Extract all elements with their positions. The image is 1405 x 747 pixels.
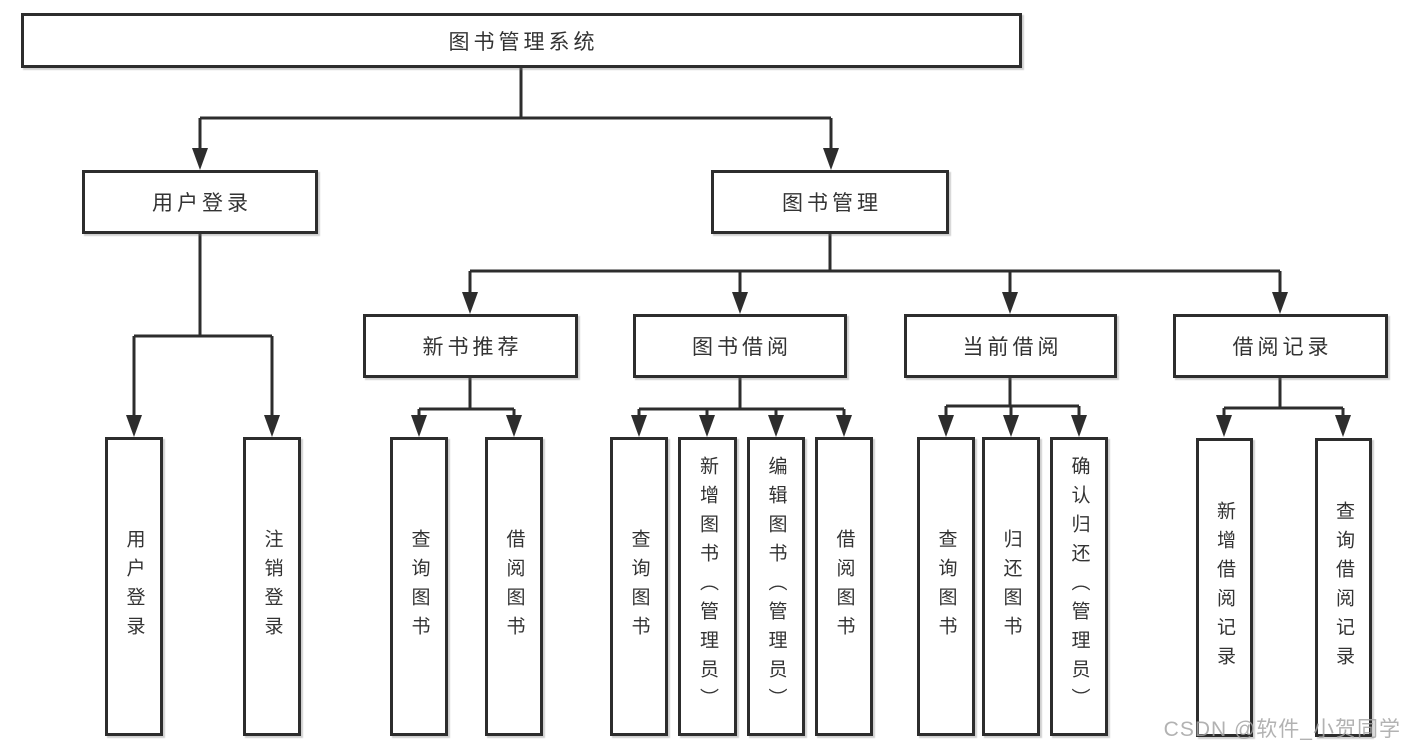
arrowhead-icon [768,415,784,437]
arrowhead-icon [631,415,647,437]
connector-current-borrow-branch [946,378,1079,408]
node-book-borrowing: 图书借阅 [633,314,847,378]
connector-borrow-records-branch [1224,378,1343,410]
arrowhead-icon [1272,292,1288,314]
arrowhead-icon [1071,415,1087,437]
arrowhead-icon [264,415,280,437]
connector-book-mgmt-branch [470,234,1280,273]
leaf-query-books-current: 查询图书 [917,437,975,736]
arrowhead-icon [462,292,478,314]
node-library-management-system: 图书管理系统 [21,13,1022,68]
connector-user-login-branch [134,234,272,338]
arrowhead-icon [506,415,522,437]
leaf-query-borrow-record: 查询借阅记录 [1315,438,1372,737]
leaf-logout: 注销登录 [243,437,301,736]
node-current-borrowing: 当前借阅 [904,314,1117,378]
leaf-query-books-recommendation: 查询图书 [390,437,448,736]
node-new-book-recommendation: 新书推荐 [363,314,578,378]
connector-book-borrow-branch [639,378,844,411]
csdn-watermark: CSDN @软件_小贺同学 [1163,718,1401,741]
arrowhead-icon [732,292,748,314]
arrowhead-icon [938,415,954,437]
arrowhead-icon [699,415,715,437]
arrowhead-icon [1002,292,1018,314]
node-book-management: 图书管理 [711,170,949,234]
arrowhead-icon [836,415,852,437]
arrowhead-icon [192,148,208,170]
node-borrowing-records: 借阅记录 [1173,314,1388,378]
leaf-borrow-books: 借阅图书 [815,437,873,736]
connector-root-to-level2 [200,68,831,120]
leaf-edit-books-admin: 编辑图书（管理员） [747,437,805,736]
leaf-confirm-return-admin: 确认归还（管理员） [1050,437,1108,736]
leaf-add-books-admin: 新增图书（管理员） [678,437,737,736]
node-user-login: 用户登录 [82,170,318,234]
leaf-add-borrow-record: 新增借阅记录 [1196,438,1253,737]
connector-new-book-rec-branch [419,378,514,411]
leaf-borrow-books-recommendation: 借阅图书 [485,437,543,736]
arrowhead-icon [126,415,142,437]
arrowhead-icon [823,148,839,170]
leaf-return-books: 归还图书 [982,437,1040,736]
arrowhead-icon [1335,415,1351,437]
arrowhead-icon [1003,415,1019,437]
arrowhead-icon [411,415,427,437]
leaf-user-login: 用户登录 [105,437,163,736]
arrowhead-icon [1216,415,1232,437]
leaf-query-books-borrowing: 查询图书 [610,437,668,736]
